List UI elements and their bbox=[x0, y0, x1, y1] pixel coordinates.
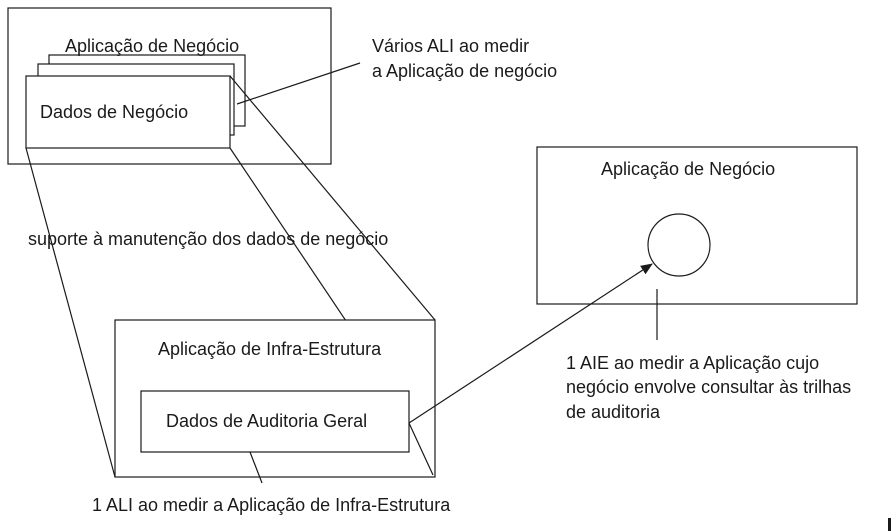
aie-reference-arrow bbox=[408, 263, 653, 424]
audit-data-box bbox=[140, 390, 410, 453]
ali-infra-leader-line bbox=[249, 451, 263, 484]
infrastructure-application-title: Aplicação de Infra-Estrutura bbox=[158, 339, 382, 359]
projection-line-bottom-right bbox=[408, 422, 434, 476]
edge-mark bbox=[888, 518, 891, 531]
support-caption: suporte à manutenção dos dados de negóci… bbox=[28, 229, 388, 249]
business-data-box bbox=[25, 75, 231, 149]
projection-line-top-right bbox=[229, 75, 436, 321]
external-interface-circle bbox=[647, 213, 711, 277]
multi-ali-note-line1: Vários ALI ao medir bbox=[372, 36, 529, 56]
projection-line-left bbox=[25, 147, 116, 478]
business-data-label: Dados de Negócio bbox=[40, 102, 188, 122]
ali-infra-caption: 1 ALI ao medir a Aplicação de Infra-Estr… bbox=[92, 495, 451, 515]
right-application-title: Aplicação de Negócio bbox=[601, 159, 775, 179]
aie-note-line1: 1 AIE ao medir a Aplicação cujo bbox=[566, 353, 819, 373]
multi-ali-leader-line bbox=[236, 62, 361, 105]
aie-note-line3: de auditoria bbox=[566, 402, 661, 422]
multi-ali-note-line2: a Aplicação de negócio bbox=[372, 61, 557, 81]
top-application-title: Aplicação de Negócio bbox=[65, 36, 239, 56]
audit-data-label: Dados de Auditoria Geral bbox=[166, 411, 367, 431]
aie-note-line2: negócio envolve consultar às trilhas bbox=[566, 377, 851, 397]
